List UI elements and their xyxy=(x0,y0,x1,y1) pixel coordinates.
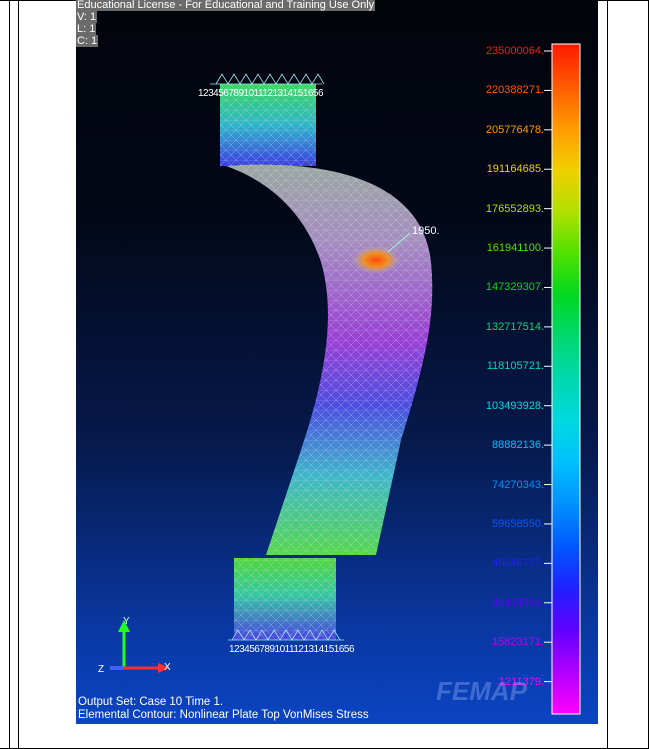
curved-plate-mesh xyxy=(226,164,433,555)
axis-triad xyxy=(110,620,170,673)
legend-value-label: 74270343. xyxy=(492,478,544,491)
bottom-block-mesh xyxy=(234,558,336,640)
finite-element-model xyxy=(110,43,581,715)
view-info-c: C: 1 xyxy=(76,35,99,47)
legend-value-label: 147329307. xyxy=(485,281,544,294)
legend-value-label: 205776478. xyxy=(485,123,544,136)
legend-value-label: 161941100. xyxy=(486,242,544,255)
legend-value-label: 103493928. xyxy=(485,399,544,412)
view-info-c-text: C: 1 xyxy=(76,35,99,47)
y-axis-label: Y xyxy=(123,616,130,627)
legend-value-label: 1211379. xyxy=(498,675,544,688)
x-axis-label: X xyxy=(164,662,171,673)
top-constraints xyxy=(210,73,325,85)
legend-value-label: 176552893. xyxy=(485,202,544,215)
license-banner: Educational License - For Educational an… xyxy=(76,0,376,11)
x-axis-arrowhead xyxy=(158,663,170,673)
legend-value-label: 220388271. xyxy=(485,84,544,97)
view-info-v: V: 1 xyxy=(76,11,98,23)
femap-graphics-viewport[interactable]: Educational License - For Educational an… xyxy=(76,0,598,724)
legend-value-label: 45046757. xyxy=(492,557,544,570)
view-info-v-text: V: 1 xyxy=(76,11,98,23)
top-block-mesh xyxy=(220,84,316,166)
legend-value-label: 132717514. xyxy=(485,320,544,333)
table-border-left xyxy=(9,0,10,749)
bottom-node-labels: 1234567891011121314151656 xyxy=(229,644,355,655)
z-axis-label: Z xyxy=(98,664,105,675)
table-border-inner-right xyxy=(607,0,608,749)
legend-value-label: 59658550. xyxy=(492,517,544,530)
peak-leader-line xyxy=(387,232,411,253)
legend-value-label: 15823171. xyxy=(492,636,544,649)
legend-value-label: 88882136. xyxy=(492,439,544,452)
legend-gradient xyxy=(551,43,581,715)
output-set-text: Output Set: Case 10 Time 1. xyxy=(78,696,224,708)
legend-color-bar xyxy=(544,43,581,715)
legend-value-label: 118105721. xyxy=(486,360,544,373)
table-border-inner-left xyxy=(18,0,19,749)
stress-hotspot xyxy=(352,246,400,274)
y-axis-arrowhead xyxy=(118,620,130,632)
peak-node-label: 1950. xyxy=(412,225,440,237)
femap-logo: FEMAP xyxy=(436,676,527,706)
top-node-labels: 1234567891011121314151656 xyxy=(198,88,324,99)
legend-value-label: 30434964. xyxy=(492,596,544,609)
legend-value-label: 191164685. xyxy=(486,163,544,176)
license-banner-text: Educational License - For Educational an… xyxy=(76,0,376,11)
view-info-l-text: L: 1 xyxy=(76,23,97,35)
view-info-l: L: 1 xyxy=(76,23,97,35)
bottom-constraints xyxy=(228,629,344,641)
legend-value-label: 235000064. xyxy=(485,45,544,57)
contour-description: Elemental Contour: Nonlinear Plate Top V… xyxy=(78,709,369,721)
